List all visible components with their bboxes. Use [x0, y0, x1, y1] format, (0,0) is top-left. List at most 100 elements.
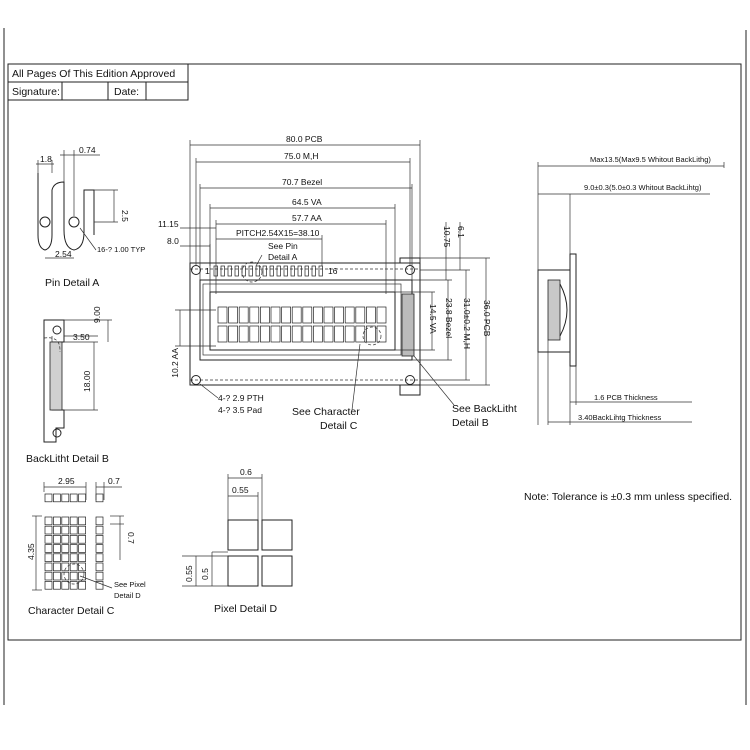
- character-cell: [313, 306, 323, 324]
- pixel-dot: [69, 516, 78, 526]
- pin: [311, 265, 316, 277]
- character-cell: [376, 306, 387, 324]
- see-pin-detail-line2: Detail A: [268, 252, 298, 262]
- dim-mh-height: 31.0±0.2 M,H: [462, 298, 472, 349]
- backlight-dim-1800: 18.00: [82, 370, 92, 392]
- pixel-dot: [53, 493, 61, 503]
- pixel-dot: [78, 525, 86, 535]
- dim-left-offset-2: 8.0: [167, 236, 179, 246]
- character-cell: [291, 325, 302, 343]
- backlight-strip: [401, 293, 415, 357]
- pin-dim-074: 0.74: [79, 145, 96, 155]
- dim-top-offset-2: 6.1: [456, 226, 466, 238]
- pin: [318, 265, 323, 277]
- see-backlight-line1: See BackLitht: [452, 403, 517, 415]
- viewing-area: [209, 291, 396, 351]
- pin-row: [213, 265, 323, 277]
- pin: [234, 265, 239, 277]
- date-label: Date:: [114, 86, 139, 98]
- pixel-detail-caption: Pixel Detail D: [214, 603, 277, 615]
- character-cell: [334, 325, 344, 343]
- side-max-thickness: Max13.5(Max9.5 Whitout BackLithg): [590, 155, 711, 164]
- pixel-dot: [61, 535, 70, 544]
- pin: [269, 265, 274, 277]
- see-char-detail-line1: See Character: [292, 406, 360, 418]
- pin: [304, 265, 309, 277]
- pixel-dot: [78, 581, 86, 590]
- pixel-dot: [53, 535, 61, 544]
- pixel-dot: [95, 525, 104, 535]
- character-cell: [302, 306, 313, 324]
- pixel-square-1: [227, 519, 259, 551]
- character-cell: [355, 325, 366, 343]
- pixel-dim-055-h: 0.55: [232, 485, 249, 495]
- pixel-dot: [53, 553, 61, 562]
- character-cell: [270, 325, 281, 343]
- pixel-dot: [44, 493, 53, 503]
- pixel-dot: [78, 535, 86, 544]
- backlight-dim-900: 9.00: [92, 306, 102, 323]
- dim-aa-height: 10.2 AA: [170, 348, 180, 378]
- pin-dim-254: 2.54: [55, 249, 72, 259]
- character-cell: [302, 325, 313, 343]
- pixel-dot: [95, 544, 104, 553]
- pixel-dot: [69, 562, 78, 572]
- character-cell: [228, 306, 238, 324]
- mounting-hole-tl: [191, 265, 201, 275]
- pixel-dot: [44, 571, 53, 581]
- pixel-dot: [95, 553, 104, 562]
- dim-aa-width: 57.7 AA: [292, 213, 322, 223]
- pixel-dot: [44, 581, 53, 590]
- pad-note: 4-? 3.5 Pad: [218, 405, 262, 415]
- character-cell: [313, 325, 323, 343]
- dim-pcb-width: 80.0 PCB: [286, 134, 323, 144]
- approval-text: All Pages Of This Edition Approved: [12, 68, 175, 80]
- pin: [227, 265, 232, 277]
- pixel-dot: [61, 493, 70, 503]
- character-cell: [323, 306, 334, 324]
- dim-bezel-width: 70.7 Bezel: [282, 177, 322, 187]
- dim-mh-width: 75.0 M,H: [284, 151, 319, 161]
- pixel-dot: [44, 525, 53, 535]
- pixel-dot: [53, 562, 61, 572]
- char-detail-callout: [362, 326, 382, 346]
- pixel-dot: [53, 581, 61, 590]
- character-cell: [238, 306, 249, 324]
- backlight-detail-caption: BackLitht Detail B: [26, 453, 109, 465]
- backlight-detail-b: 3.50 9.00 18.00 BackLitht Detail B: [26, 306, 112, 465]
- character-detail-c: 2.95 0.7 0.7 4.35 See Pixel Detail D Cha…: [26, 476, 146, 617]
- character-cell: [344, 325, 355, 343]
- character-cell: [238, 325, 249, 343]
- pixel-dot: [61, 525, 70, 535]
- dim-pitch: PITCH2.54X15=38.10: [236, 228, 320, 238]
- pixel-dot: [44, 516, 53, 526]
- pixel-dot: [61, 516, 70, 526]
- pixel-dot: [78, 516, 86, 526]
- pixel-dot: [53, 571, 61, 581]
- pixel-dot: [44, 544, 53, 553]
- pixel-dot: [95, 581, 104, 590]
- pin-hole-note: 16-? 1.00 TYP: [97, 245, 145, 254]
- pixel-dot: [95, 493, 104, 503]
- pixel-square-2: [261, 519, 293, 551]
- pixel-dot: [61, 562, 70, 572]
- pixel-dot: [78, 493, 86, 503]
- pixel-dot: [61, 581, 70, 590]
- pin: [262, 265, 267, 277]
- character-cell: [344, 306, 355, 324]
- pin-last-label: 16: [328, 266, 338, 276]
- see-pixel-line2: Detail D: [114, 591, 141, 600]
- side-module-thickness: 9.0±0.3(5.0±0.3 Whitout BackLihtg): [584, 183, 702, 192]
- signature-label: Signature:: [12, 86, 60, 98]
- pixel-dot: [69, 581, 78, 590]
- side-view: Max13.5(Max9.5 Whitout BackLithg) 9.0±0.…: [537, 155, 725, 425]
- pixel-square-3: [227, 555, 259, 587]
- see-pixel-line1: See Pixel: [114, 580, 146, 589]
- pixel-dot: [78, 571, 86, 581]
- pin: [283, 265, 288, 277]
- dim-left-offset-1: 11.15: [158, 219, 179, 229]
- dim-bezel-height: 23.8 Bezel: [444, 298, 454, 338]
- character-cell: [376, 325, 387, 343]
- pixel-dim-05: 0.5: [200, 568, 210, 580]
